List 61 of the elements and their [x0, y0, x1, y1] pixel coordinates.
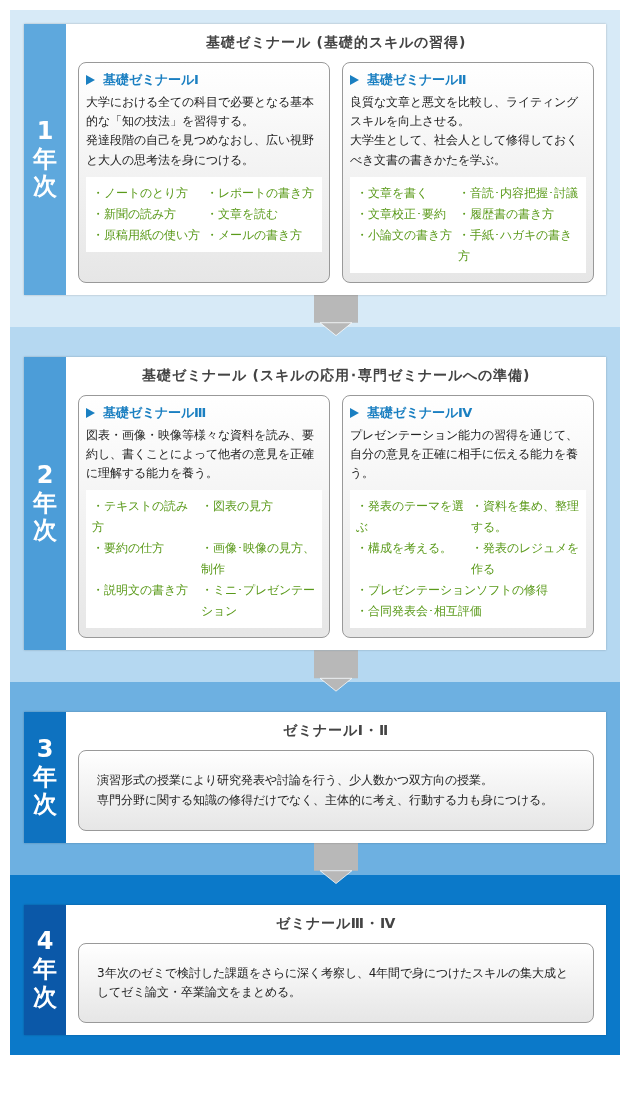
year-label: 1年次	[24, 24, 66, 295]
year-panel	[24, 904, 606, 1036]
list-item: ・新聞の読み方	[92, 205, 177, 223]
year-label: 4年次	[24, 904, 66, 1036]
list-item: ・資料を集め、整理する。	[471, 498, 580, 537]
description-text: プレゼンテーション能力の習得を通じて、自分の意見を正確に相手に伝える能力を養う。	[350, 426, 579, 483]
list-item: ・ミニ･プレゼンテーション	[201, 582, 316, 621]
arrow	[314, 842, 358, 884]
year-panel	[24, 356, 606, 651]
list-item: ・要約の仕方	[92, 540, 165, 558]
description-card	[78, 750, 594, 831]
list-item: ・説明文の書き方	[92, 582, 189, 600]
seminar-heading: 基礎ゼミナールⅣ	[367, 403, 473, 422]
arrow	[314, 294, 358, 336]
description-text: 発達段階の自己を見つめなおし、広い視野と大人の思考法を身につける。	[86, 132, 315, 169]
list-item: ・図表の見方	[201, 498, 274, 516]
list-item: ・原稿用紙の使い方	[92, 226, 200, 244]
seminar-card	[78, 62, 330, 283]
list-item: ・構成を考える。	[356, 540, 453, 558]
list-item: ・手紙･ハガキの書き方	[458, 226, 573, 265]
list-item: ・履歴書の書き方	[458, 205, 555, 223]
list-item: ・発表のテーマを選ぶ	[356, 498, 465, 537]
seminar-card	[78, 394, 330, 639]
seminar-heading: 基礎ゼミナールⅠ	[103, 71, 199, 89]
arrow	[314, 650, 358, 692]
topic-list-box	[86, 490, 322, 629]
list-item: ・文章を書く	[356, 184, 429, 202]
panel-heading: 基礎ゼミナール (スキルの応用･専門ゼミナールへの準備)	[140, 366, 532, 385]
topic-list-box	[350, 176, 586, 273]
list-item: ・画像･映像の見方、制作	[201, 540, 316, 579]
list-item: ・発表のレジュメを作る	[471, 540, 580, 579]
list-item: ・音読･内容把握･討議	[458, 184, 579, 202]
list-item: ・テキストの読み方	[92, 498, 189, 537]
year-label: 3年次	[24, 712, 66, 843]
seminar-card	[342, 62, 594, 283]
list-item: ・レポートの書き方	[206, 184, 314, 202]
description-text: 良質な文章と悪文を比較し、ライティングスキルを向上させる。	[350, 94, 579, 131]
seminar-card	[342, 394, 594, 639]
year-panel	[24, 712, 606, 843]
description-text: 大学における全ての科目で必要となる基本的な「知の技法」を習得する。	[86, 94, 315, 131]
year-label: 2年次	[24, 356, 66, 651]
description-text: 大学生として、社会人として修得しておくべき文書の書きかたを学ぶ。	[350, 132, 579, 169]
panel-heading: ゼミナールⅠ・Ⅱ	[281, 722, 391, 741]
list-item: ・小論文の書き方	[356, 226, 452, 244]
seminar-heading: 基礎ゼミナールⅢ	[103, 403, 207, 422]
year-panel	[24, 24, 606, 295]
list-item: ・プレゼンテーションソフトの修得	[356, 582, 549, 600]
description-text: 専門分野に関する知識の修得だけでなく、主体的に考え、行動する力も身につける。	[97, 791, 554, 809]
panel-heading: ゼミナールⅢ・Ⅳ	[274, 914, 398, 933]
list-item: ・メールの書き方	[206, 226, 303, 244]
description-text: 図表・画像・映像等様々な資料を読み、要約し、書くことによって他者の意見を正確に理解する能力を養う。	[86, 426, 315, 483]
list-item: ・文章校正･要約	[356, 205, 447, 223]
list-item: ・ノートのとり方	[92, 184, 189, 202]
list-item: ・合同発表会･相互評価	[356, 603, 483, 621]
panel-heading: 基礎ゼミナール (基礎的スキルの習得)	[204, 34, 468, 52]
description-card	[78, 942, 594, 1024]
description-text: 演習形式の授業により研究発表や討論を行う、少人数かつ双方向の授業。	[97, 772, 494, 790]
list-item: ・文章を読む	[206, 205, 279, 223]
description-text: 3年次のゼミで検討した課題をさらに深く考察し、4年間で身につけたスキルの集大成としてゼミ論文・卒業論文をまとめる。	[97, 964, 570, 1001]
topic-list-box	[350, 490, 586, 629]
seminar-heading: 基礎ゼミナールⅡ	[367, 71, 467, 89]
